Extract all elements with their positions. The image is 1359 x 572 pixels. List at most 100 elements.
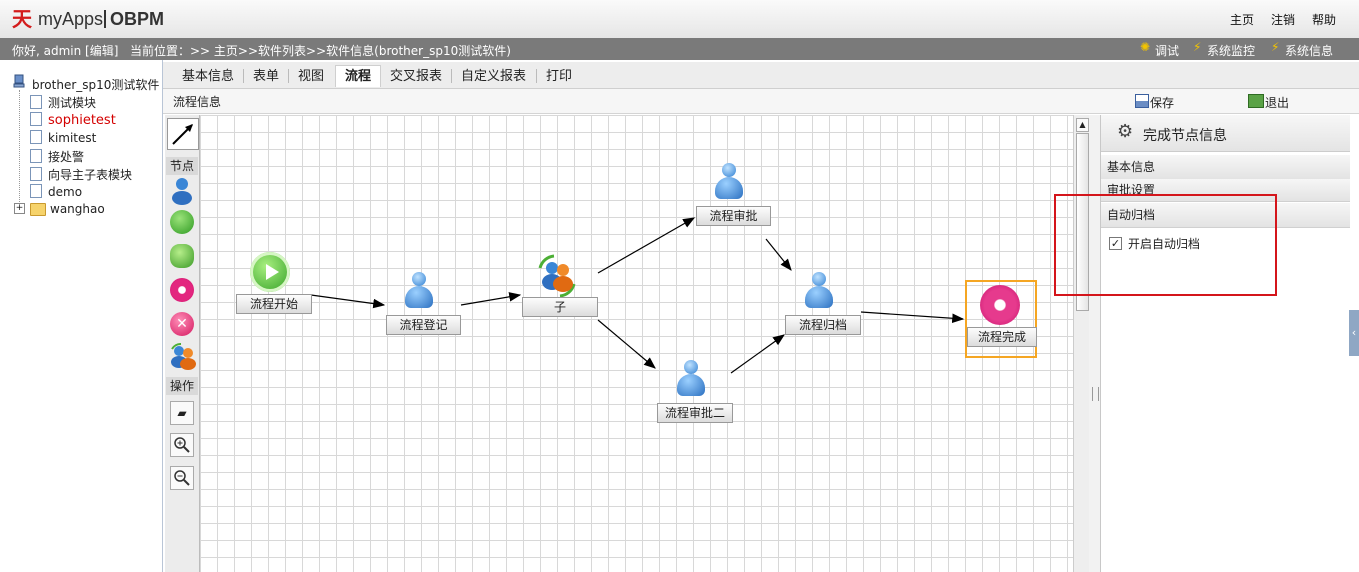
scroll-thumb[interactable]: [1076, 133, 1089, 311]
tree-item[interactable]: kimitest: [30, 130, 96, 148]
connector[interactable]: [597, 217, 696, 274]
folder-icon: [30, 203, 46, 216]
section-approval-settings[interactable]: 审批设置: [1101, 179, 1350, 202]
tree-item[interactable]: 向导主子表模块: [30, 166, 132, 184]
arrow-icon: [172, 124, 193, 145]
save-button[interactable]: 保存: [1150, 96, 1175, 110]
tab-basic-info[interactable]: 基本信息: [182, 69, 235, 84]
system-info-link[interactable]: 系统信息: [1285, 44, 1334, 58]
gear-icon: ⚙: [1117, 121, 1134, 142]
annotation-box: [1054, 194, 1277, 296]
document-icon: [30, 167, 42, 181]
tab-custom-report[interactable]: 自定义报表: [461, 69, 527, 84]
archive-node[interactable]: 流程归档: [785, 315, 861, 335]
connector[interactable]: [730, 334, 785, 374]
tree-item[interactable]: sophietest: [30, 112, 116, 130]
person-icon[interactable]: [803, 272, 835, 312]
exit-button[interactable]: 退出: [1265, 96, 1290, 110]
document-icon: [30, 149, 42, 163]
lightning-icon: ⚡: [1271, 40, 1280, 54]
document-icon: [30, 112, 42, 126]
connector[interactable]: [860, 311, 965, 324]
tool-palette: 节点 ✕ 操作 ▰: [165, 115, 200, 572]
approve-node[interactable]: 流程审批: [696, 206, 771, 226]
computer-icon: [13, 74, 25, 88]
selected-node-frame[interactable]: [965, 280, 1037, 358]
tree-item[interactable]: 接处警: [30, 148, 84, 166]
start-node-icon[interactable]: [250, 252, 290, 292]
tab-bar: 基本信息 表单 视图 流程 交叉报表 自定义报表 打印: [163, 62, 1359, 89]
debug-link[interactable]: 调试: [1155, 44, 1180, 58]
clock-icon[interactable]: [170, 244, 194, 268]
tree-item[interactable]: 测试模块: [30, 94, 96, 112]
section-title: 流程信息: [173, 95, 222, 109]
connector[interactable]: [310, 294, 386, 309]
system-monitor-link[interactable]: 系统监控: [1207, 44, 1256, 58]
section-auto-archive[interactable]: 自动归档: [1101, 203, 1350, 228]
connector[interactable]: [460, 292, 522, 306]
person-icon[interactable]: [675, 360, 707, 400]
expand-icon[interactable]: +: [14, 203, 25, 214]
auto-archive-label: 开启自动归档: [1128, 237, 1201, 251]
scroll-up-icon[interactable]: ▲: [1076, 118, 1089, 132]
section-header: 流程信息 保存 退出: [163, 89, 1359, 114]
complete-node[interactable]: 流程完成: [967, 327, 1037, 347]
auto-archive-checkbox[interactable]: ✓: [1109, 237, 1122, 250]
operations-section-label: 操作: [166, 377, 198, 395]
group-icon[interactable]: [536, 254, 578, 298]
exit-icon: [1248, 94, 1264, 108]
tab-cross-report[interactable]: 交叉报表: [390, 69, 443, 84]
tree-root[interactable]: brother_sp10测试软件: [32, 78, 160, 92]
connector[interactable]: [765, 238, 792, 271]
flow-connectors: [310, 217, 965, 374]
save-icon: [1135, 94, 1149, 108]
person-icon[interactable]: [170, 177, 194, 205]
tab-form[interactable]: 表单: [253, 69, 280, 84]
panel-title: 完成节点信息: [1143, 128, 1227, 144]
tab-workflow[interactable]: 流程: [335, 65, 382, 87]
play-icon[interactable]: [170, 210, 194, 234]
document-icon: [30, 184, 42, 198]
breadcrumb: 当前位置：>> 主页>>软件列表>>软件信息(brother_sp10测试软件): [130, 44, 511, 58]
canvas-scrollbar[interactable]: ▲: [1073, 115, 1090, 572]
workflow-canvas[interactable]: 流程开始 流程登记 子 流程审批 流程审批二 流程归档 流程完成: [200, 115, 1073, 572]
tree-folder[interactable]: wanghao: [50, 202, 105, 216]
document-icon: [30, 130, 42, 144]
zoom-in-icon[interactable]: [170, 433, 194, 457]
tree-item[interactable]: demo: [30, 184, 82, 202]
panel-splitter[interactable]: [1089, 115, 1100, 572]
register-node[interactable]: 流程登记: [386, 315, 461, 335]
logout-link[interactable]: 注销: [1271, 13, 1296, 27]
logo-text: myApps: [38, 9, 104, 29]
person-icon[interactable]: [713, 163, 745, 203]
zoom-out-icon[interactable]: [170, 466, 194, 490]
tab-view[interactable]: 视图: [298, 69, 325, 84]
nodes-section-label: 节点: [166, 157, 198, 175]
group-icon[interactable]: [169, 343, 197, 371]
user-greeting[interactable]: 你好, admin [编辑]: [12, 44, 119, 58]
section-basic-info[interactable]: 基本信息: [1101, 155, 1350, 180]
start-node[interactable]: 流程开始: [236, 294, 312, 314]
cancel-icon[interactable]: ✕: [170, 312, 194, 336]
connector[interactable]: [597, 319, 656, 369]
navigation-tree: brother_sp10测试软件 测试模块 sophietest kimites…: [0, 60, 163, 572]
pointer-tool[interactable]: [167, 118, 199, 150]
tab-print[interactable]: 打印: [546, 69, 573, 84]
help-link[interactable]: 帮助: [1312, 13, 1337, 27]
target-icon[interactable]: [980, 285, 1020, 325]
properties-panel: ⚙ 完成节点信息 基本信息 审批设置 自动归档 ✓ 开启自动归档: [1100, 115, 1350, 572]
home-link[interactable]: 主页: [1230, 13, 1255, 27]
eraser-icon[interactable]: ▰: [170, 401, 194, 425]
logo-divider: [104, 10, 106, 28]
status-bar: 你好, admin [编辑] 当前位置：>> 主页>>软件列表>>软件信息(br…: [0, 38, 1359, 60]
collapse-panel-icon[interactable]: ‹: [1349, 310, 1359, 356]
target-icon[interactable]: [170, 278, 194, 302]
lightning-icon: ⚡: [1193, 40, 1202, 54]
approve2-node[interactable]: 流程审批二: [657, 403, 733, 423]
panel-header: ⚙ 完成节点信息: [1101, 115, 1350, 152]
logo-product: OBPM: [110, 9, 164, 29]
logo-icon: 天: [12, 7, 32, 31]
person-icon[interactable]: [403, 272, 435, 312]
splitter-grip: [1092, 387, 1099, 401]
subprocess-node[interactable]: 子: [522, 297, 598, 317]
